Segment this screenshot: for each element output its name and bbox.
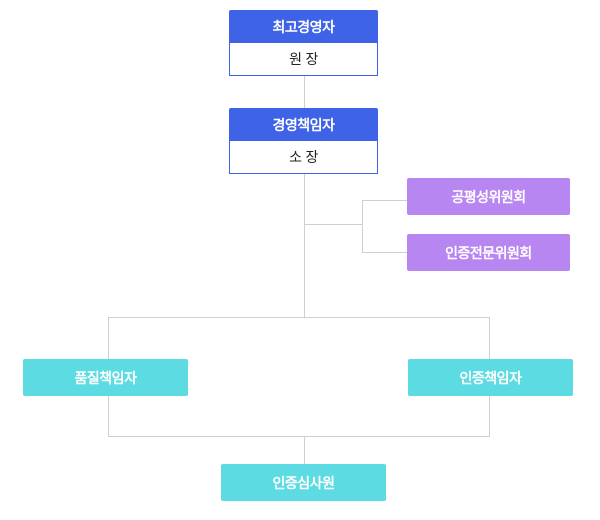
committee-impartiality: 공평성위원회: [407, 178, 570, 215]
connector-committee-1: [362, 200, 407, 201]
top-executive-title: 최고경영자: [229, 10, 378, 43]
certification-auditor: 인증심사원: [221, 464, 386, 501]
manager-role: 소 장: [229, 141, 378, 174]
top-executive-role: 원 장: [229, 43, 378, 76]
connector-committee-branch: [304, 224, 362, 225]
certification-manager: 인증책임자: [408, 359, 573, 396]
connector-committee-2: [362, 252, 407, 253]
connector-committee-spine: [362, 200, 363, 252]
connector-auditor: [304, 436, 305, 464]
connector-loop-bottom: [108, 436, 490, 437]
committee-certification-expert: 인증전문위원회: [407, 234, 570, 271]
manager-title: 경영책임자: [229, 108, 378, 141]
connector-top-manager: [304, 76, 305, 108]
connector-main-trunk: [304, 174, 305, 317]
quality-manager: 품질책임자: [23, 359, 188, 396]
connector-loop-top: [108, 317, 489, 318]
